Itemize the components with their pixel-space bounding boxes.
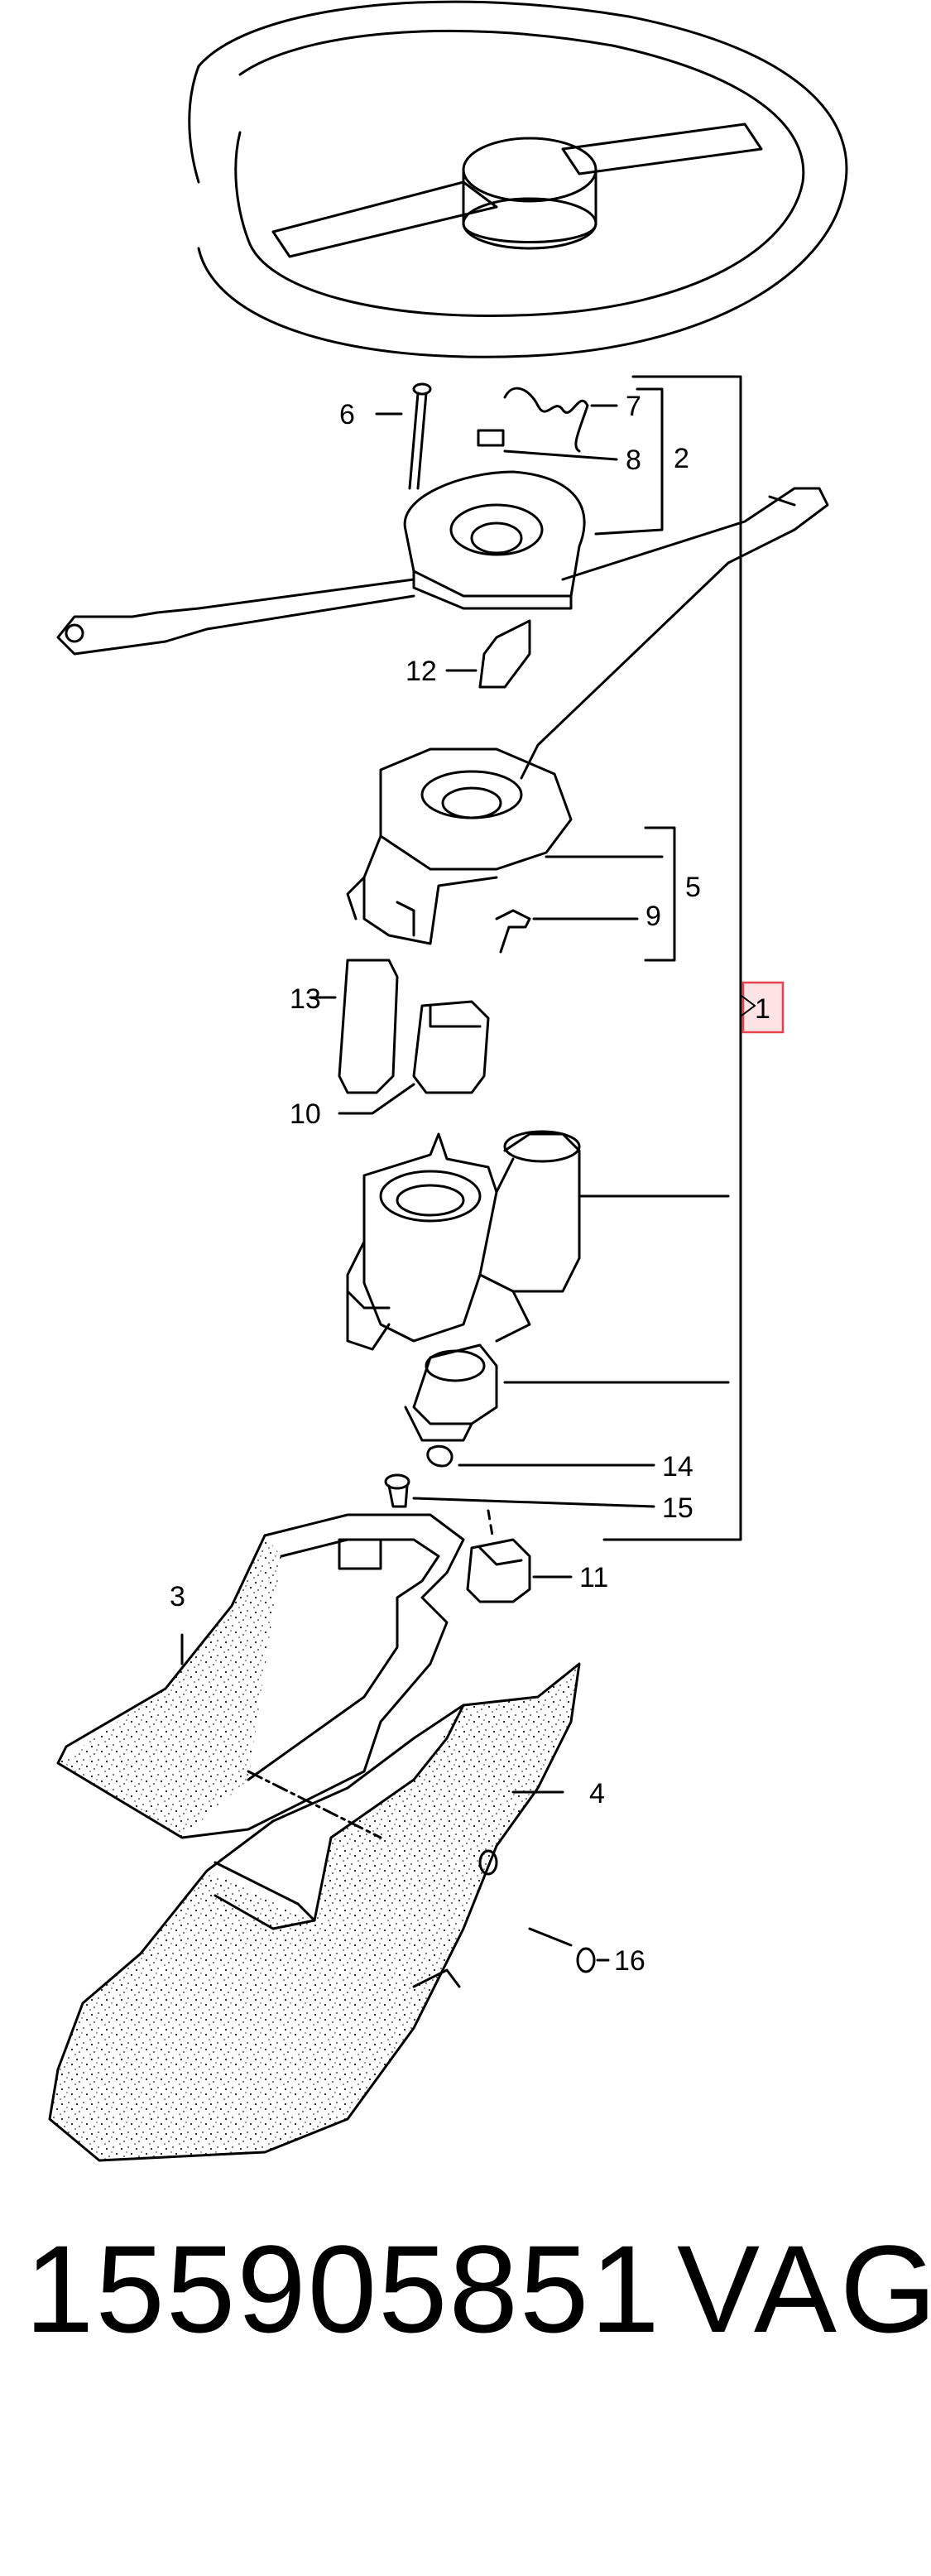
cover-lower-texture — [58, 1536, 281, 1838]
cover-lower-3 — [56, 1513, 465, 1839]
callout-1: 1 — [755, 993, 770, 1025]
brand-name: VAG — [677, 2219, 931, 2358]
callout-6: 6 — [339, 399, 355, 430]
callout-7: 7 — [626, 391, 641, 422]
callout-8: 8 — [626, 445, 641, 476]
callout-2: 2 — [674, 443, 689, 474]
switch-housing-5 — [346, 747, 573, 945]
callout-5: 5 — [685, 872, 701, 903]
callout-11: 11 — [579, 1562, 608, 1593]
callout-1-highlight — [741, 981, 785, 1034]
combination-switch-upper — [56, 470, 829, 780]
callout-13: 13 — [290, 983, 321, 1015]
callout-3: 3 — [170, 1581, 185, 1612]
steering-wheel — [188, 0, 848, 358]
callout-10: 10 — [290, 1098, 321, 1130]
column-housing — [346, 1130, 581, 1351]
callout-9: 9 — [645, 901, 661, 932]
callout-16: 16 — [614, 1945, 645, 1977]
callout-14: 14 — [662, 1451, 693, 1483]
bolt-6 — [408, 382, 432, 490]
ignition-lock — [404, 1343, 498, 1442]
part-number: 155905851 — [25, 2219, 661, 2358]
callout-15: 15 — [662, 1492, 693, 1524]
callout-12: 12 — [406, 656, 437, 687]
callout-4: 4 — [589, 1778, 605, 1809]
exploded-parts-diagram: 1 2 3 4 5 6 7 8 9 10 11 12 13 14 15 16 — [48, 0, 848, 2162]
cover-upper-texture — [50, 1664, 579, 2160]
